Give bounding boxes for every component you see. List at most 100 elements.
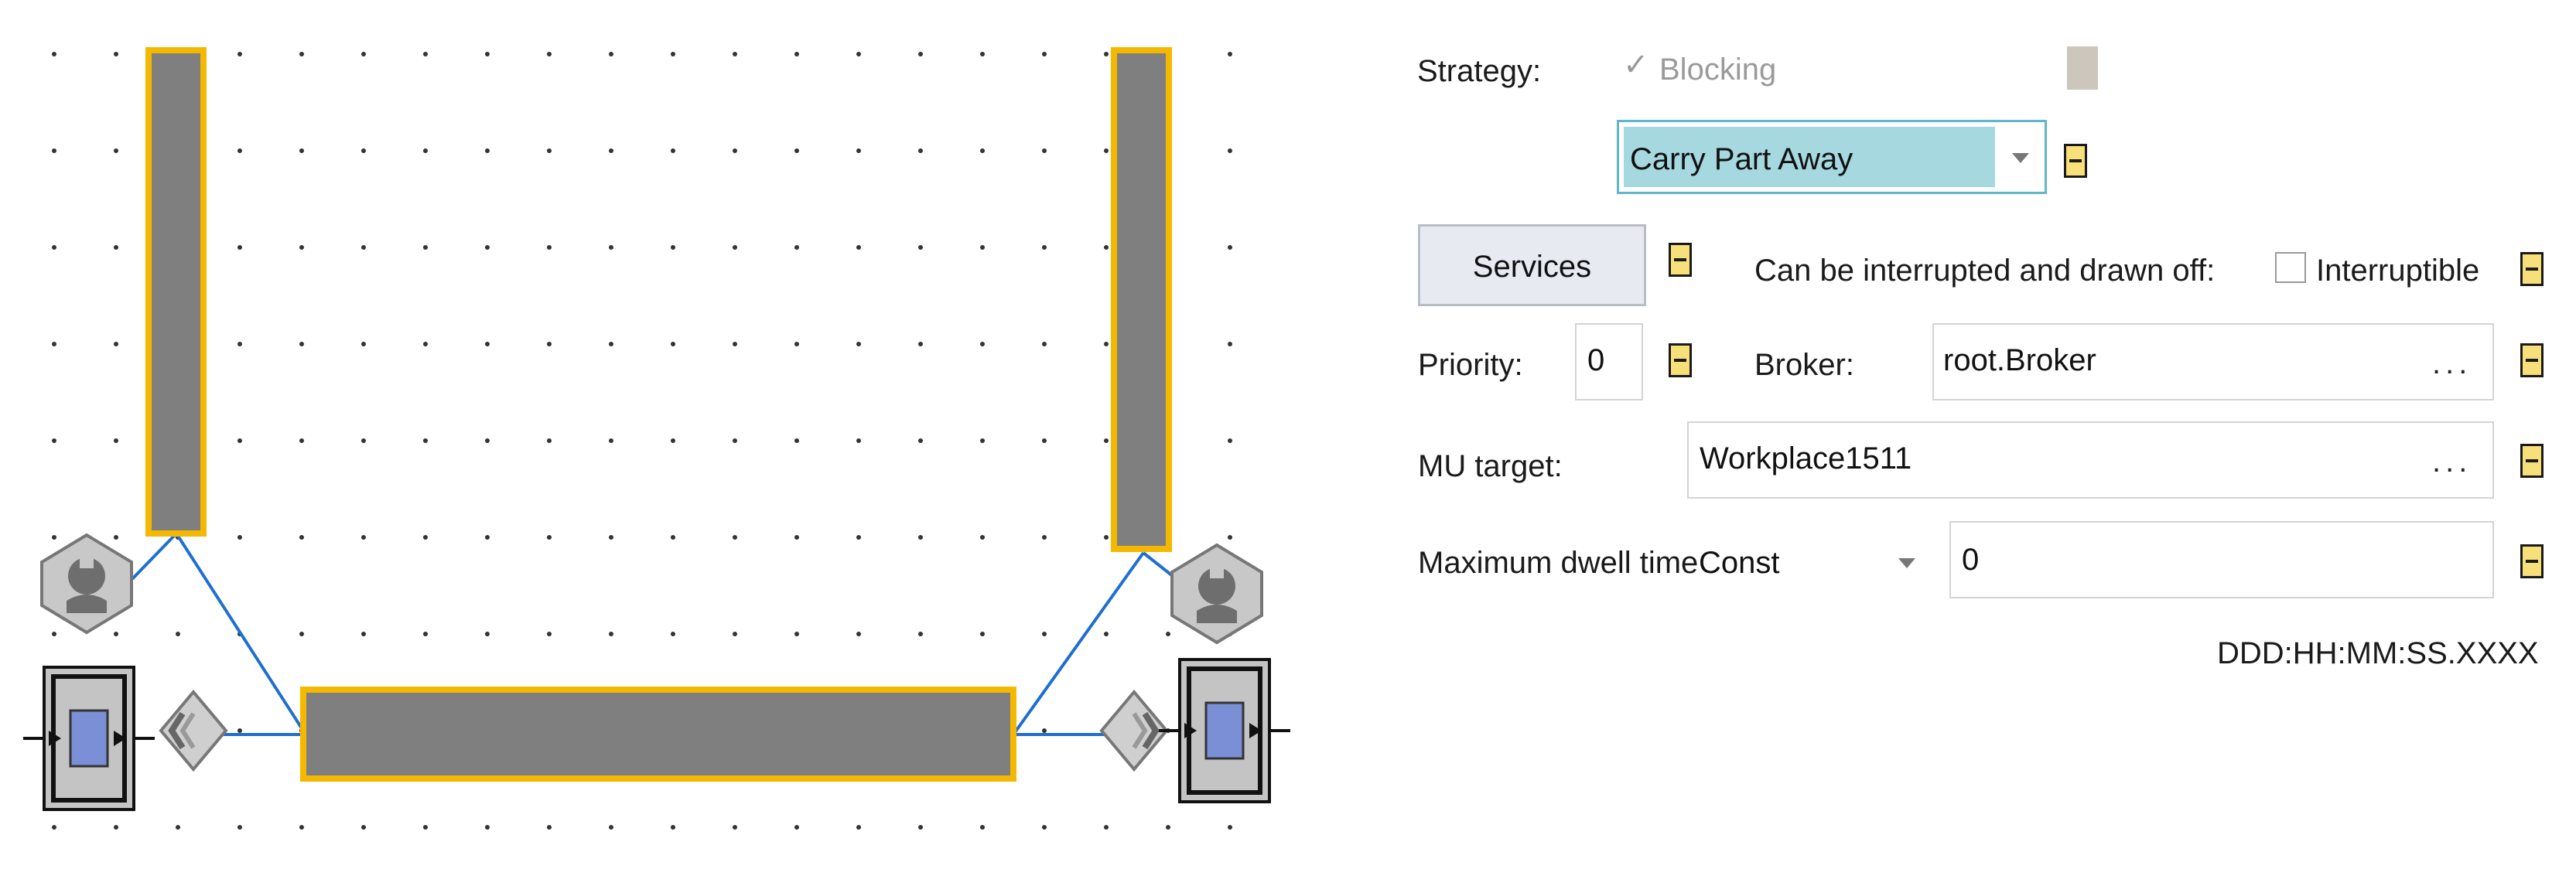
grid-dot (299, 825, 304, 830)
priority-input[interactable]: 0 (1575, 323, 1643, 400)
grid-dot (547, 52, 552, 56)
grid-dot (980, 535, 985, 540)
interruptible-minus-button[interactable] (2520, 252, 2544, 286)
grid-dot (609, 148, 613, 153)
grid-dot (856, 438, 861, 443)
grid-dot (794, 342, 799, 346)
grid-dot (918, 438, 923, 443)
grid-dot (237, 342, 242, 346)
broker-minus-button[interactable] (2520, 343, 2544, 377)
priority-value: 0 (1587, 343, 1605, 377)
grid-dot (1166, 825, 1170, 830)
grid-dot (114, 148, 118, 153)
grid-dot (609, 245, 613, 250)
model-canvas[interactable] (0, 0, 1315, 893)
grid-dot (609, 535, 613, 540)
grid-dot (918, 632, 923, 636)
grid-dot (361, 342, 366, 346)
grid-dot (176, 632, 180, 636)
broker-input[interactable]: root.Broker ... (1932, 323, 2494, 400)
services-minus-button[interactable] (1669, 243, 1692, 277)
services-button[interactable]: Services (1418, 224, 1646, 306)
grid-dot (856, 825, 861, 830)
dwell-time-minus-button[interactable] (2520, 544, 2544, 578)
grid-dot (856, 632, 861, 636)
wrench-person-icon[interactable] (40, 533, 133, 635)
grid-dot (1228, 52, 1232, 56)
grid-dot (114, 535, 118, 540)
grid-dot (423, 825, 428, 830)
grid-dot (1228, 535, 1232, 540)
grid-dot (918, 52, 923, 56)
station-icon-left[interactable] (23, 666, 155, 811)
grid-dot (918, 148, 923, 153)
grid-dot (1228, 342, 1232, 346)
grid-dot (980, 245, 985, 250)
grid-dot (299, 438, 304, 443)
grid-dot (1104, 438, 1109, 443)
grid-dot (361, 535, 366, 540)
broker-label: Broker: (1754, 348, 1854, 382)
grid-dot (1104, 342, 1109, 346)
grid-dot (52, 148, 56, 153)
grid-dot (361, 52, 366, 56)
mu-target-input[interactable]: Workplace1511 ... (1687, 421, 2494, 499)
grid-dot (547, 825, 552, 830)
mu-target-browse-button[interactable]: ... (2432, 445, 2472, 479)
priority-minus-button[interactable] (1669, 343, 1692, 377)
grid-dot (794, 825, 799, 830)
grid-dot (980, 148, 985, 153)
grid-dot (52, 245, 56, 250)
interruptible-checkbox[interactable] (2275, 252, 2306, 283)
diamond-connector-icon[interactable] (1099, 689, 1169, 772)
right-vertical-conveyor[interactable] (1111, 47, 1172, 552)
grid-dot (1042, 148, 1047, 153)
grid-dot (856, 52, 861, 56)
grid-dot (733, 342, 737, 346)
grid-dot (485, 52, 490, 56)
grid-dot (237, 535, 242, 540)
grid-dot (733, 535, 737, 540)
grid-dot (671, 245, 675, 250)
grid-dot (114, 632, 118, 636)
grid-dot (1104, 148, 1109, 153)
grid-dot (547, 148, 552, 153)
dwell-time-input[interactable]: 0 (1949, 521, 2494, 598)
grid-dot (547, 632, 552, 636)
strategy-dropdown[interactable]: Carry Part Away (1617, 120, 2047, 194)
grid-dot (485, 438, 490, 443)
grid-dot (361, 148, 366, 153)
services-button-label: Services (1472, 250, 1592, 284)
grid-dot (1042, 825, 1047, 830)
broker-browse-button[interactable]: ... (2432, 346, 2472, 380)
grid-dot (980, 438, 985, 443)
grid-dot (299, 632, 304, 636)
mu-target-minus-button[interactable] (2520, 444, 2544, 478)
grid-dot (856, 535, 861, 540)
grid-dot (733, 632, 737, 636)
grid-dot (114, 245, 118, 250)
strategy-minus-button[interactable] (2064, 144, 2087, 178)
dwell-distribution-dropdown[interactable]: Const (1688, 533, 1951, 592)
grid-dot (794, 148, 799, 153)
diamond-connector-icon[interactable] (159, 689, 228, 772)
grid-dot (547, 535, 552, 540)
grid-dot (52, 52, 56, 56)
left-vertical-conveyor[interactable] (145, 47, 207, 537)
blocking-checkbox[interactable]: ✓ (1623, 48, 1649, 82)
grid-dot (794, 438, 799, 443)
color-swatch[interactable] (2067, 46, 2098, 90)
grid-dot (733, 245, 737, 250)
strategy-value: Carry Part Away (1630, 142, 1853, 176)
grid-dot (361, 632, 366, 636)
wrench-person-icon[interactable] (1170, 543, 1263, 645)
grid-dot (733, 825, 737, 830)
grid-dot (1228, 245, 1232, 250)
grid-dot (114, 825, 118, 830)
grid-dot (1104, 245, 1109, 250)
station-icon-right[interactable] (1159, 658, 1290, 803)
grid-dot (980, 632, 985, 636)
grid-dot (980, 342, 985, 346)
grid-dot (609, 438, 613, 443)
horizontal-conveyor[interactable] (300, 687, 1016, 782)
